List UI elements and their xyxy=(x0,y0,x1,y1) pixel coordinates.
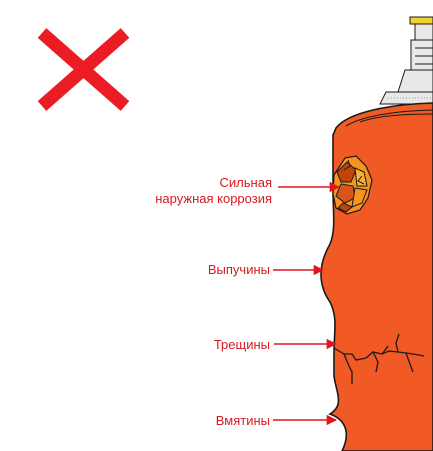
callout-dents: Вмятины xyxy=(216,413,338,428)
callout-corrosion: Сильная наружная коррозия xyxy=(155,175,341,206)
cylinder-body xyxy=(320,102,433,451)
callout-label-corrosion-line-2: наружная коррозия xyxy=(155,191,272,206)
cross-icon xyxy=(37,28,130,111)
callout-label-cracks: Трещины xyxy=(214,337,270,352)
callout-label-bulges: Выпучины xyxy=(208,262,270,277)
callout-label-dents: Вмятины xyxy=(216,413,270,428)
cracks xyxy=(333,333,425,384)
callout-bulges: Выпучины xyxy=(208,262,325,277)
callout-cracks: Трещины xyxy=(214,337,338,352)
callout-label-corrosion-line-1: Сильная xyxy=(220,175,272,190)
corrosion-patch xyxy=(332,155,373,215)
valve-icon xyxy=(379,16,433,105)
dome-shading xyxy=(345,109,433,127)
